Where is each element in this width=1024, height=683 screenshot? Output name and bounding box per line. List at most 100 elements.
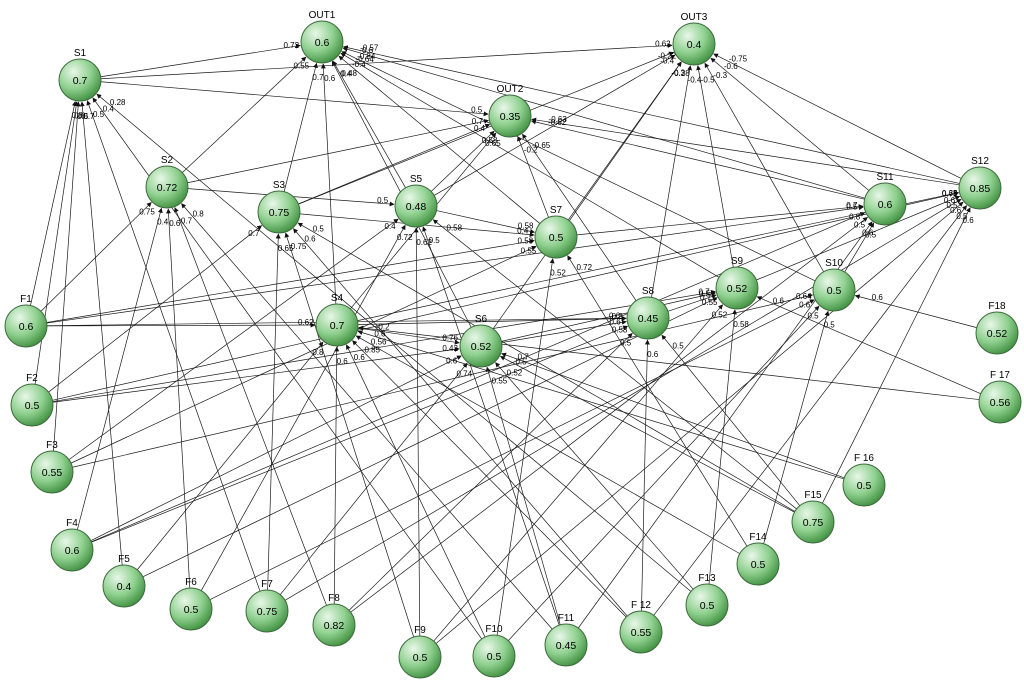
node-label: F11 <box>558 613 575 624</box>
edge-f1-s1 <box>30 101 77 306</box>
edge-s5-out2 <box>430 130 495 192</box>
node-f4[interactable]: F40.6 <box>50 518 94 572</box>
edge-weight-label: 0.28 <box>110 98 126 107</box>
edge-weight-label: 0.7 <box>312 73 324 82</box>
node-f16[interactable]: F 160.5 <box>842 453 886 507</box>
node-value: 0.45 <box>638 313 659 325</box>
node-label: F6 <box>185 577 197 588</box>
node-label: S8 <box>642 286 655 297</box>
node-label: F 12 <box>631 600 651 611</box>
edge-weight-label: 0.7 <box>699 287 711 296</box>
node-circle <box>4 304 48 348</box>
edge-weight-label: -0.5 <box>701 75 715 84</box>
node-s1[interactable]: S10.7 <box>58 48 102 102</box>
node-f17[interactable]: F 170.56 <box>978 370 1022 424</box>
edge-s4-s8 <box>357 316 627 325</box>
edge-weight-label: 0.55 <box>492 377 508 386</box>
node-f12[interactable]: F 120.55 <box>619 600 663 654</box>
node-s7[interactable]: S70.5 <box>534 205 578 259</box>
node-label: S10 <box>825 258 843 269</box>
edge-f2-s9 <box>52 289 716 402</box>
edge-f7-s1 <box>86 100 261 592</box>
edge-weight-label: 0.6 <box>944 196 956 205</box>
edges-layer <box>30 43 981 644</box>
node-s4[interactable]: S40.7 <box>315 293 359 347</box>
edge-weight-label: 0.6 <box>872 293 884 302</box>
edge-weight-label: 0.5 <box>854 221 866 230</box>
node-circle <box>315 303 359 347</box>
node-value: 0.6 <box>19 321 34 333</box>
node-f3[interactable]: F30.55 <box>30 440 74 494</box>
node-value: 0.7 <box>73 75 88 87</box>
edge-f12-s8 <box>641 339 650 612</box>
edge-s1-out3 <box>100 43 673 80</box>
node-circle <box>715 266 759 310</box>
node-circle <box>975 311 1019 355</box>
edge-weight-label: 0.6 <box>324 74 336 83</box>
edge-weight-label: 0.4 <box>103 105 115 114</box>
edge-weight-label: -0.2 <box>376 322 390 331</box>
node-circle <box>10 383 54 427</box>
edge-weight-label: -0.84 <box>357 52 376 61</box>
edge-weight-label: -0.62 <box>548 118 567 127</box>
edge-weight-label: 0.58 <box>518 236 534 245</box>
edge-s12-out1 <box>342 45 960 184</box>
node-s8[interactable]: S8 0.45 <box>626 286 670 340</box>
edge-weight-label: 0.5 <box>377 196 389 205</box>
edge-weight-label: 0.62 <box>298 318 314 327</box>
node-value: 0.35 <box>500 111 521 123</box>
node-label: OUT1 <box>309 10 336 21</box>
edge-weight-label: -0.75 <box>729 55 748 64</box>
node-s2[interactable]: S20.72 <box>145 155 189 209</box>
edge-f8-s4 <box>333 346 340 605</box>
node-s6[interactable]: S60.52 <box>459 314 503 368</box>
edge-weight-label: 0.5 <box>471 106 483 115</box>
node-f5[interactable]: F50.4 <box>102 554 146 608</box>
node-f2[interactable]: F20.5 <box>10 373 54 427</box>
node-f6[interactable]: F60.5 <box>169 577 213 631</box>
edge-weight-label: 0.8 <box>312 348 324 357</box>
edge-weight-label: 0.7 <box>83 112 95 121</box>
node-label: S12 <box>971 156 989 167</box>
edge-f10-s7 <box>496 258 555 636</box>
node-f9[interactable]: F90.5 <box>398 625 442 679</box>
node-s9[interactable]: S90.52 <box>715 256 759 310</box>
node-f7[interactable]: F70.75 <box>245 579 289 633</box>
edge-weight-label: 0.52 <box>507 368 523 377</box>
edge-weight-label: 0.75 <box>139 207 155 216</box>
edge-weight-label: 0.5 <box>620 338 632 347</box>
node-value: 0.5 <box>751 559 766 571</box>
edge-weight-label: 0.72 <box>283 41 299 50</box>
node-circle <box>812 268 856 312</box>
node-s5[interactable]: S50.48 <box>394 174 438 228</box>
node-f8[interactable]: F80.82 <box>312 593 356 647</box>
node-value: 0.7 <box>330 320 345 332</box>
node-f1[interactable]: F1 0.6 <box>4 294 48 348</box>
edge-weight-label: 0.48 <box>341 69 357 78</box>
node-label: F3 <box>46 440 58 451</box>
edge-weight-label: 0.6 <box>304 235 316 244</box>
node-value: 0.4 <box>117 581 132 593</box>
edge-s3-out1 <box>283 62 318 192</box>
edge-f2-s12 <box>52 191 960 401</box>
edge-weight-label: 0.62 <box>416 238 432 247</box>
edge-weight-label: 0.55 <box>294 62 310 71</box>
edge-weight-label: 0.7 <box>846 201 858 210</box>
node-s3[interactable]: S30.75 <box>257 180 301 234</box>
node-label: F1 <box>20 294 32 305</box>
edge-weight-label: 0.5 <box>673 341 685 350</box>
edge-s10-out3 <box>704 62 824 272</box>
edge-s4-s6 <box>357 327 460 345</box>
